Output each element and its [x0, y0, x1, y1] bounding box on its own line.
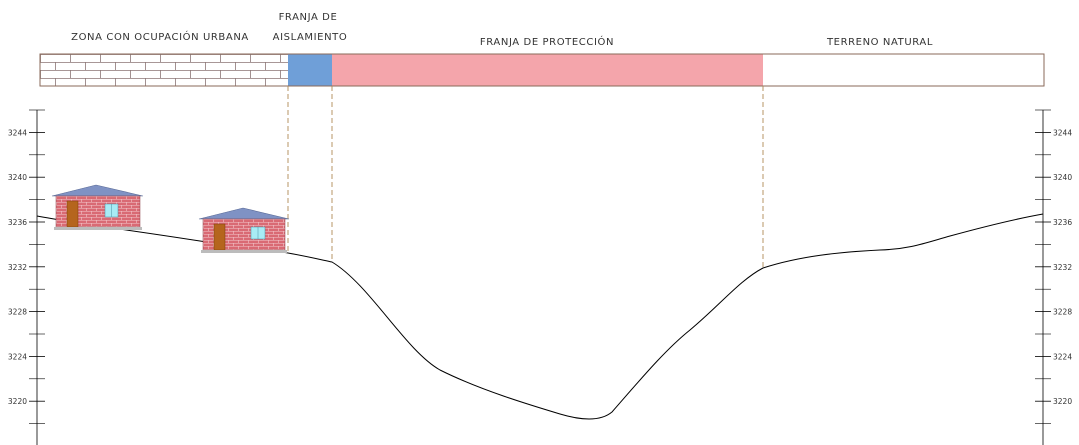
axis-tick-label: 3236	[8, 218, 27, 227]
axis-tick-label: 3232	[1053, 263, 1072, 272]
house-roof	[198, 207, 290, 220]
door-icon	[213, 223, 226, 251]
zone-band-proteccion	[332, 54, 763, 86]
axis-tick-label: 3224	[8, 352, 27, 361]
zone-label-aislamiento-line2: AISLAMIENTO	[273, 32, 348, 43]
terrain-profile-line	[36, 213, 1044, 420]
axis-right: 3244 3240 3236 3232 3228 3224 3220	[1035, 109, 1072, 445]
axis-tick-label: 3224	[1053, 352, 1072, 361]
zone-label-urbana: ZONA CON OCUPACIÓN URBANA	[71, 30, 249, 43]
axis-tick-label: 3240	[1053, 173, 1072, 182]
axis-tick-label: 3236	[1053, 218, 1072, 227]
zone-boundaries	[287, 86, 764, 268]
axis-tick-label: 3240	[8, 173, 27, 182]
zone-label-aislamiento-line1: FRANJA DE	[279, 12, 338, 23]
zone-label-proteccion: FRANJA DE PROTECCIÓN	[480, 35, 614, 48]
house-ground	[54, 227, 142, 230]
house-icon	[198, 207, 290, 253]
zone-strip	[39, 53, 1045, 87]
zone-band-aislamiento	[288, 54, 332, 86]
axis-tick-label: 3220	[8, 397, 27, 406]
zone-label-natural: TERRENO NATURAL	[826, 37, 933, 48]
zone-band-urbana	[40, 54, 288, 86]
axis-tick-label: 3244	[8, 128, 27, 137]
axis-left: 3244 3240 3236 3232 3228 3224 3220	[8, 109, 45, 445]
axis-tick-label: 3228	[1053, 308, 1072, 317]
zone-strip-border	[39, 53, 1045, 87]
house-icon	[51, 184, 144, 230]
axis-tick-label: 3228	[8, 308, 27, 317]
house-ground	[201, 250, 287, 253]
axis-tick-label: 3232	[8, 263, 27, 272]
door-icon	[66, 200, 79, 228]
axis-tick-label: 3220	[1053, 397, 1072, 406]
house-roof	[51, 184, 144, 197]
zone-band-natural	[763, 54, 1044, 86]
axis-tick-label: 3244	[1053, 128, 1072, 137]
